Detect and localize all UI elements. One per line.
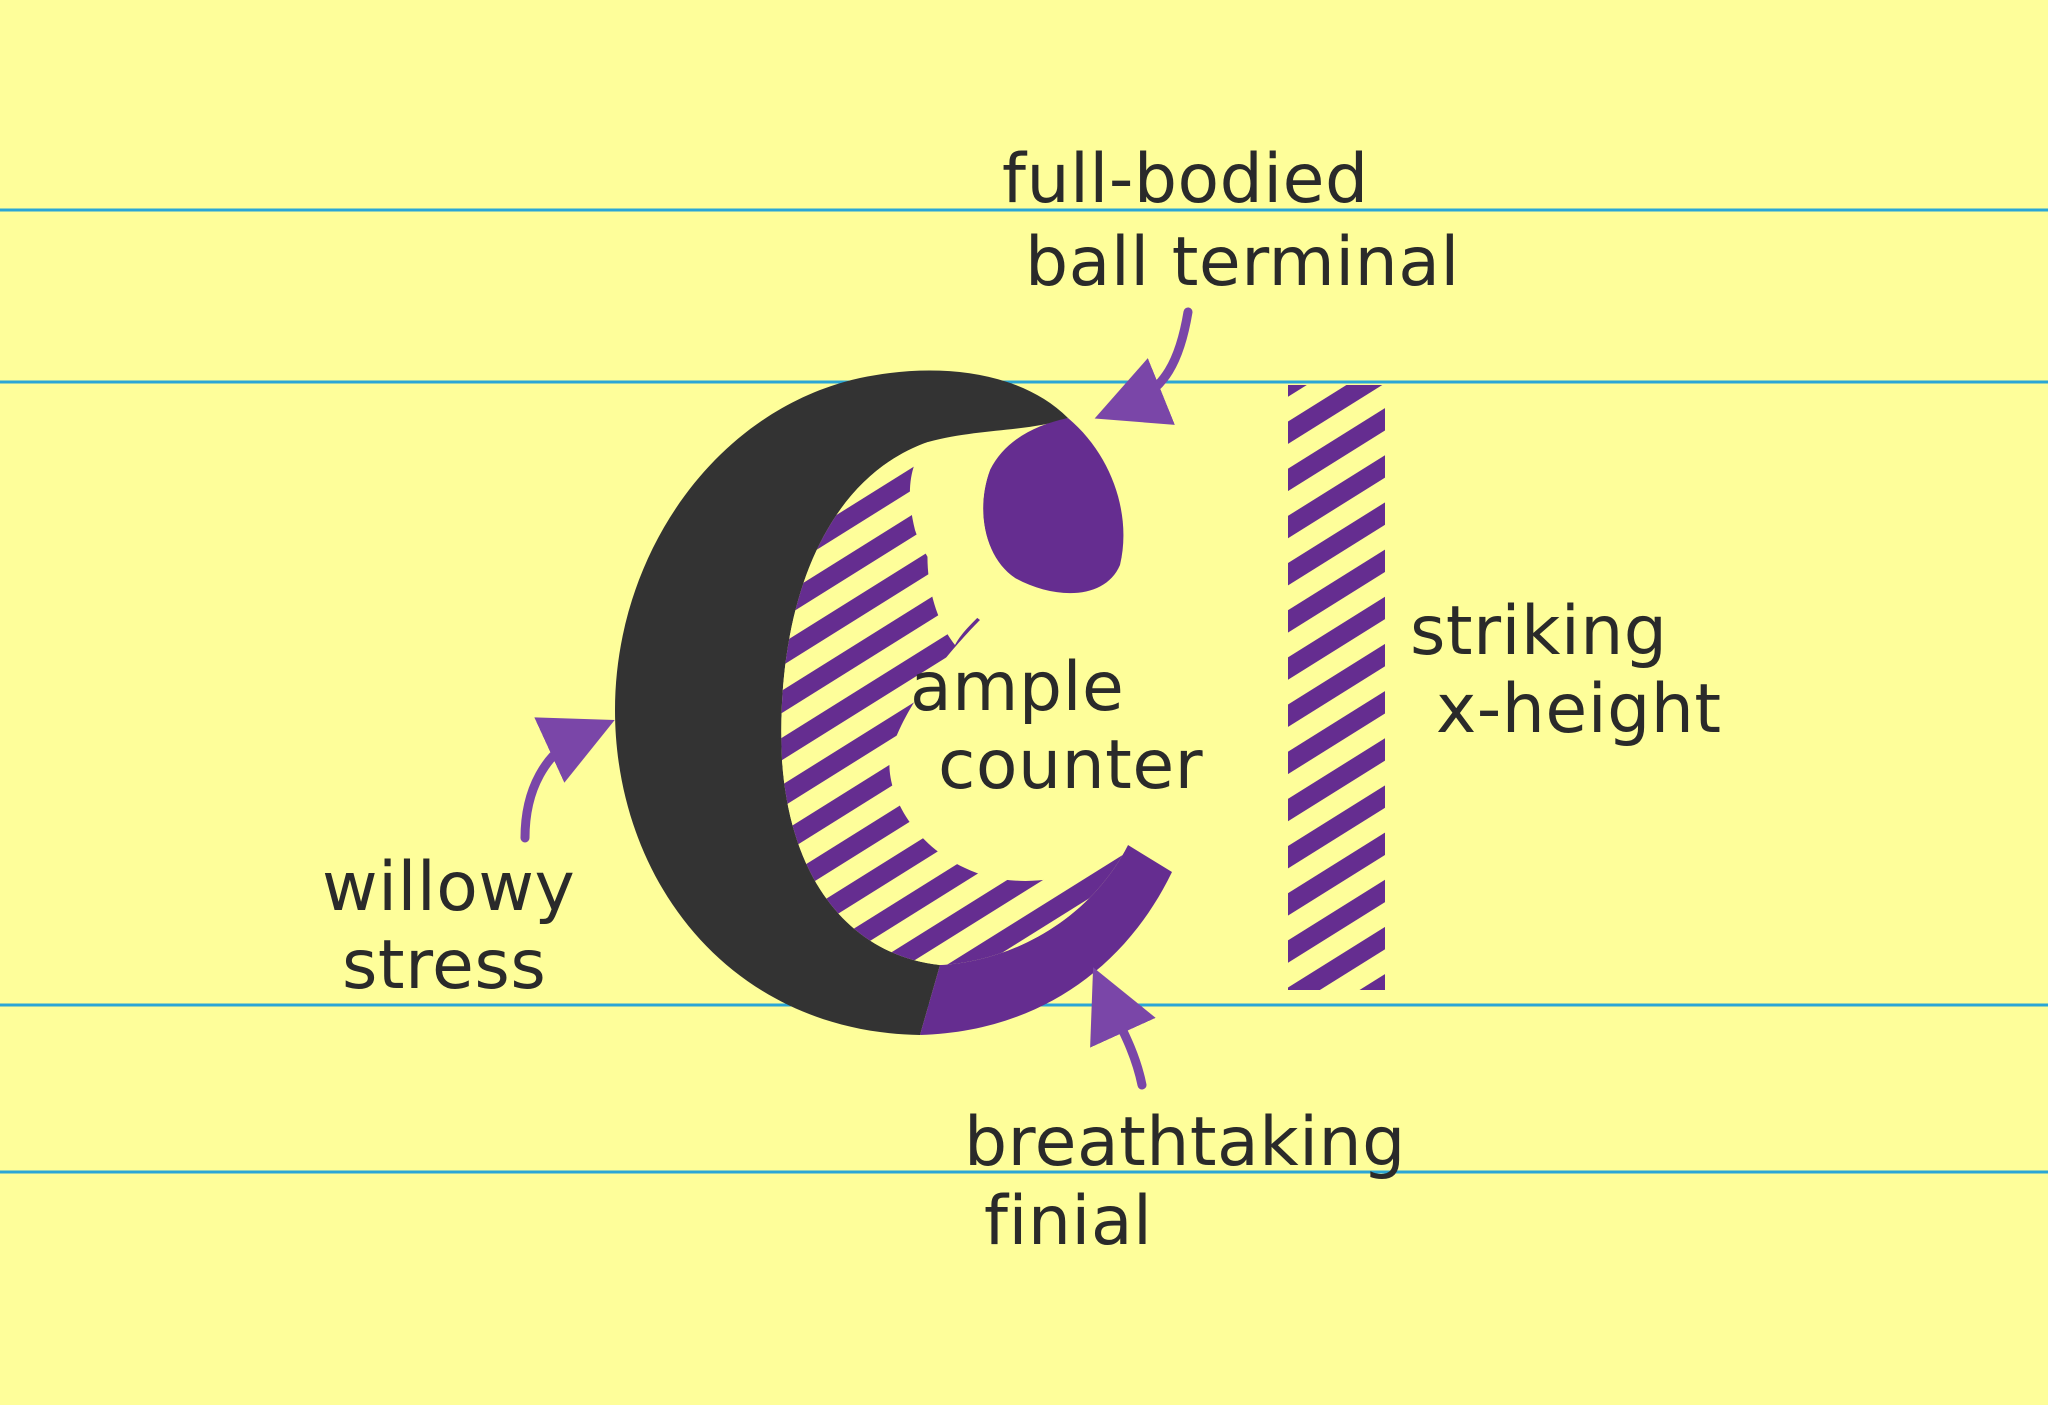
c-ball-terminal: [983, 418, 1124, 594]
letter-l: [1288, 385, 1385, 990]
ball-terminal-label-line2: ball terminal: [1025, 223, 1460, 302]
stress-label-line1: willowy: [322, 848, 575, 927]
c-counter-notch: [927, 470, 1015, 645]
counter-label-line1: ample: [910, 648, 1124, 727]
annotation-labels: full-bodied ball terminal striking x-hei…: [322, 140, 1722, 1261]
stress-label-line2: stress: [342, 926, 546, 1005]
counter-label-line2: counter: [938, 726, 1203, 805]
finial-label-line2: finial: [984, 1182, 1152, 1261]
stress-arrow: [520, 717, 615, 843]
l-stem: [1288, 385, 1385, 990]
finial-arrow: [1090, 967, 1156, 1090]
letter-c: [615, 370, 1172, 1035]
finial-label-line1: breathtaking: [964, 1103, 1406, 1182]
ball-terminal-arrow: [1094, 307, 1193, 425]
c-finial: [920, 845, 1172, 1035]
c-bowl-dark: [615, 370, 1068, 1035]
c-counter: [781, 442, 1128, 965]
x-height-label-line1: striking: [1410, 592, 1667, 671]
x-height-label-line2: x-height: [1436, 670, 1722, 749]
callout-arrows: [520, 307, 1193, 1090]
ball-terminal-label-line1: full-bodied: [1002, 140, 1369, 219]
